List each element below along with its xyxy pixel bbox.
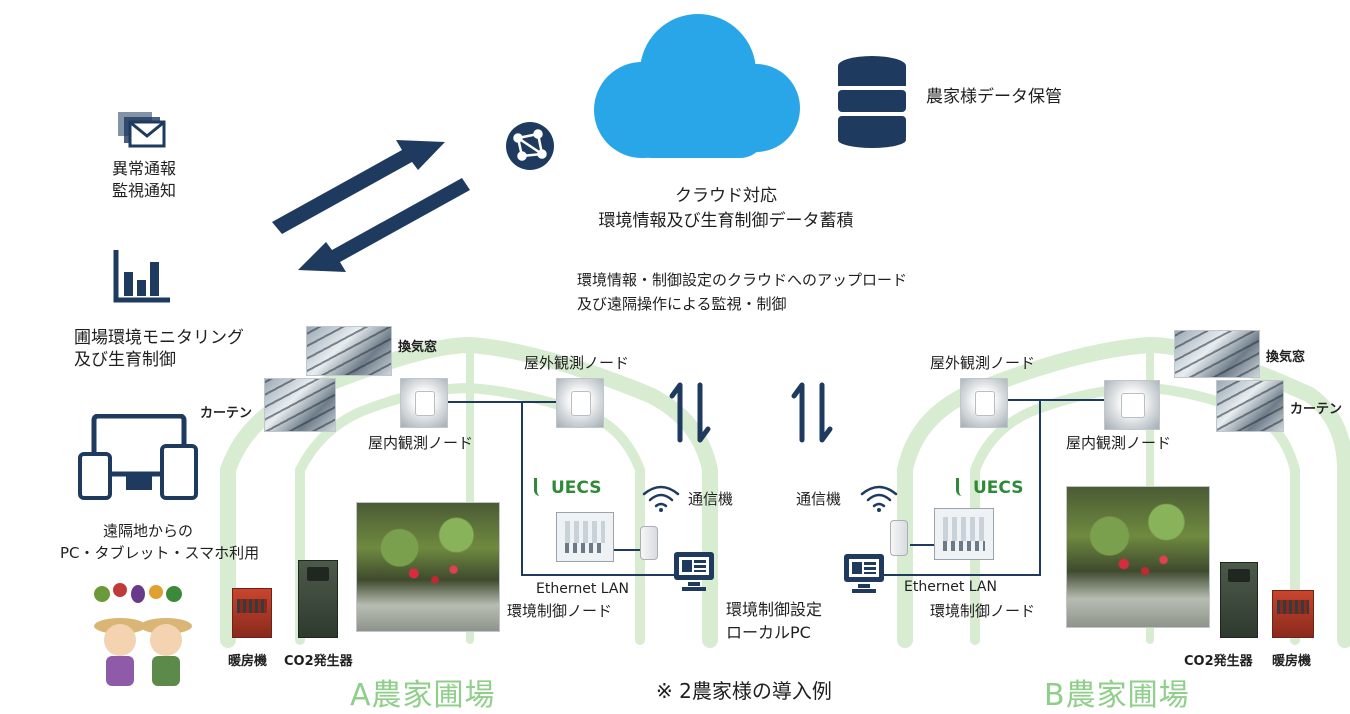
control-node-label-a: 環境制御ノード [507, 602, 613, 620]
arrow-down-b [819, 382, 833, 443]
uecs-text-a: UECS [551, 478, 602, 498]
alert-line-2: 監視通知 [112, 181, 177, 200]
farmers-illustration [94, 583, 192, 686]
comm-label-a: 通信機 [688, 490, 734, 508]
farm-a-title: A農家圃場 [350, 678, 496, 713]
upload-caption-line-1: 環境情報・制御設定のクラウドへのアップロード [577, 271, 908, 289]
arrow-down-a [697, 382, 711, 443]
storage-label: 農家様データ保管 [926, 87, 1062, 107]
monitoring-text: 圃場環境モニタリング 及び生育制御 [74, 327, 244, 371]
co2-label-a: CO2発生器 [284, 654, 353, 669]
outdoor-node-photo-a [556, 378, 604, 428]
monitor-icon-a [674, 552, 714, 591]
ethernet-label-b: Ethernet LAN [904, 579, 997, 595]
uecs-text-b: UECS [973, 478, 1024, 498]
alert-notify-text: 異常通報 監視通知 [112, 158, 176, 202]
co2-label-b: CO2発生器 [1184, 654, 1253, 669]
outdoor-node-label-b: 屋外観測ノード [930, 354, 1036, 372]
ethernet-label-a: Ethernet LAN [536, 581, 629, 597]
uecs-leaf-icon [956, 478, 971, 496]
network-line-b-riser [880, 400, 1041, 576]
control-node-device-a [556, 512, 614, 562]
heater-photo-a [232, 588, 272, 638]
uecs-logo-b: UECS [956, 478, 1023, 498]
remote-line-2: PC・タブレット・スマホ利用 [60, 544, 260, 562]
arrow-up-a [669, 382, 683, 443]
indoor-node-label-a: 屋内観測ノード [368, 434, 474, 452]
cloud-icon [594, 14, 800, 158]
globe-network-icon [506, 122, 554, 170]
cloud-caption-line-1: クラウド対応 [675, 186, 777, 206]
database-icon [838, 56, 906, 148]
bar-chart-icon [113, 250, 170, 303]
curtain-label-a: カーテン [200, 406, 253, 421]
heater-photo-b [1272, 590, 1314, 638]
access-point-b [890, 520, 908, 556]
control-node-device-b [934, 508, 994, 560]
local-pc-caption: 環境制御設定 ローカルPC [726, 598, 822, 644]
upload-caption: 環境情報・制御設定のクラウドへのアップロード 及び遠隔操作による監視・制御 [577, 268, 907, 316]
devices-icon [78, 414, 198, 500]
indoor-node-label-b: 屋内観測ノード [1066, 434, 1172, 452]
arrow-up-b [791, 382, 805, 443]
farm-b-title: B農家圃場 [1044, 678, 1190, 713]
network-line-a-riser [521, 402, 680, 576]
remote-use-text: 遠隔地からの PC・タブレット・スマホ利用 [60, 520, 260, 564]
alert-line-1: 異常通報 [112, 159, 177, 178]
outdoor-node-label-a: 屋外観測ノード [524, 354, 630, 372]
wifi-icon [860, 485, 898, 512]
indoor-node-photo-a [400, 378, 448, 428]
heater-label-a: 暖房機 [228, 654, 268, 669]
heater-label-b: 暖房機 [1272, 654, 1312, 669]
cloud-caption-line-2: 環境情報及び生育制御データ蓄積 [598, 211, 854, 231]
strawberry-photo-b [1066, 486, 1210, 628]
uecs-logo-a: UECS [534, 478, 601, 498]
curtain-label-b: カーテン [1290, 402, 1343, 417]
mail-stack-icon [118, 112, 166, 148]
remote-line-1: 遠隔地からの [102, 522, 193, 540]
local-pc-line-1: 環境制御設定 [726, 600, 823, 619]
wifi-icon [642, 485, 680, 512]
footnote: ※ 2農家様の導入例 [656, 679, 832, 703]
strawberry-photo-a [356, 502, 500, 632]
outdoor-node-photo-b [960, 378, 1008, 428]
indoor-node-photo-b [1104, 380, 1160, 430]
vent-label-a: 換気窓 [398, 340, 438, 355]
vent-photo-a [306, 326, 392, 376]
co2-photo-a [298, 560, 338, 638]
vent-label-b: 換気窓 [1266, 350, 1306, 365]
curtain-photo-b [1216, 380, 1284, 432]
upload-caption-line-2: 及び遠隔操作による監視・制御 [577, 295, 787, 313]
monitoring-line-1: 圃場環境モニタリング [74, 328, 244, 348]
sync-arrows-icon [272, 140, 470, 272]
comm-label-b: 通信機 [796, 490, 842, 508]
control-node-label-b: 環境制御ノード [930, 602, 1036, 620]
monitoring-line-2: 及び生育制御 [74, 350, 176, 370]
co2-photo-b [1220, 562, 1258, 638]
local-pc-line-2: ローカルPC [726, 623, 811, 642]
monitor-icon-b [844, 554, 884, 593]
curtain-photo-a [264, 378, 336, 432]
cloud-caption: クラウド対応 環境情報及び生育制御データ蓄積 [566, 184, 886, 234]
vent-photo-b [1174, 330, 1260, 378]
access-point-a [640, 526, 658, 560]
uecs-leaf-icon [534, 478, 549, 496]
